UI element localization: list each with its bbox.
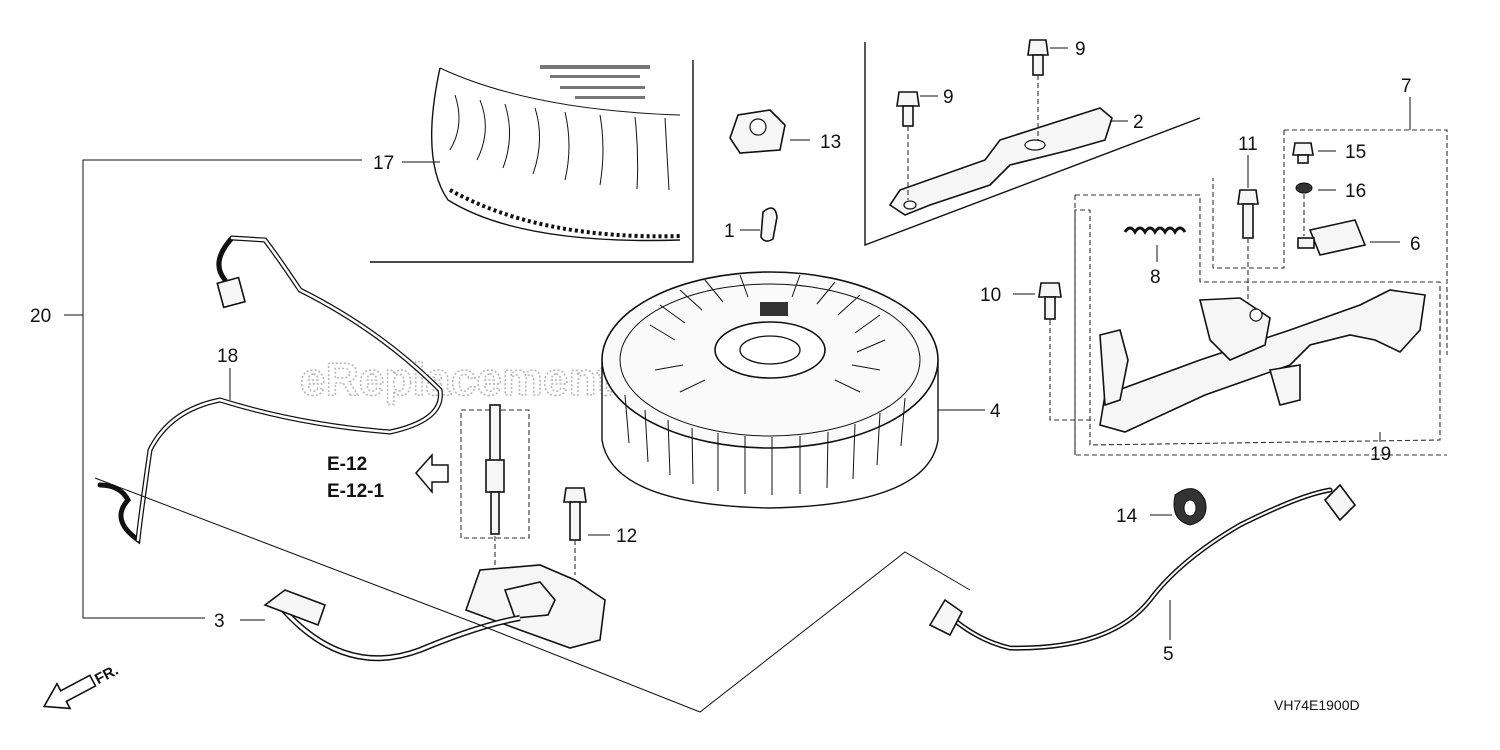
callout-2: 2: [1133, 112, 1144, 133]
callout-16: 16: [1345, 181, 1366, 202]
callout-17: 17: [373, 153, 394, 174]
callout-13: 13: [820, 132, 841, 153]
bolt-15: [1292, 142, 1314, 164]
woodruff-key: [760, 207, 778, 242]
callout-5: 5: [1163, 644, 1174, 665]
front-label: FR.: [92, 662, 121, 688]
bolt-11: [1237, 189, 1259, 239]
callout-12: 12: [616, 526, 637, 547]
wire-harness-18: [97, 235, 443, 545]
bolt-10: [1038, 282, 1062, 320]
bolt-12: [563, 487, 587, 541]
flywheel: [601, 271, 939, 509]
callout-7: 7: [1401, 76, 1412, 97]
spring-8: [1123, 226, 1187, 235]
callout-9-right: 9: [1075, 39, 1086, 60]
mounting-plate: [888, 107, 1113, 216]
callout-6: 6: [1410, 234, 1421, 255]
callout-8: 8: [1150, 267, 1161, 288]
reference-line-2: E-12-1: [327, 481, 384, 502]
ignition-coil-3: [263, 564, 606, 662]
callout-18: 18: [217, 346, 238, 367]
callout-9-left: 9: [943, 87, 954, 108]
callout-11: 11: [1238, 134, 1258, 155]
flange-nut: [729, 109, 786, 154]
callout-14: 14: [1116, 506, 1138, 527]
callout-15: 15: [1345, 142, 1366, 163]
reference-arrow-icon: [415, 453, 449, 495]
callout-3: 3: [214, 611, 225, 632]
front-arrow-icon: [42, 674, 97, 710]
callout-1: 1: [724, 221, 735, 242]
reference-line-1: E-12: [327, 454, 367, 475]
callout-10: 10: [980, 285, 1001, 306]
callout-19: 19: [1370, 444, 1391, 465]
reference-e12: E-12 E-12-1: [327, 453, 449, 502]
bolt-9-right: [1027, 39, 1049, 76]
clip-14: [1173, 488, 1207, 526]
callout-4: 4: [990, 401, 1001, 422]
arm-assembly-19: [1099, 289, 1426, 433]
spark-pin: [485, 404, 505, 535]
switch-6: [1297, 219, 1367, 256]
flywheel-detail-inset: [370, 60, 694, 263]
ground-wire-5: [928, 483, 1357, 651]
bolt-9-left: [896, 91, 920, 127]
washer-16: [1295, 182, 1313, 194]
drawing-code: VH74E1900D: [1274, 697, 1360, 713]
front-direction-marker: FR.: [42, 662, 121, 710]
callout-20: 20: [30, 306, 51, 327]
